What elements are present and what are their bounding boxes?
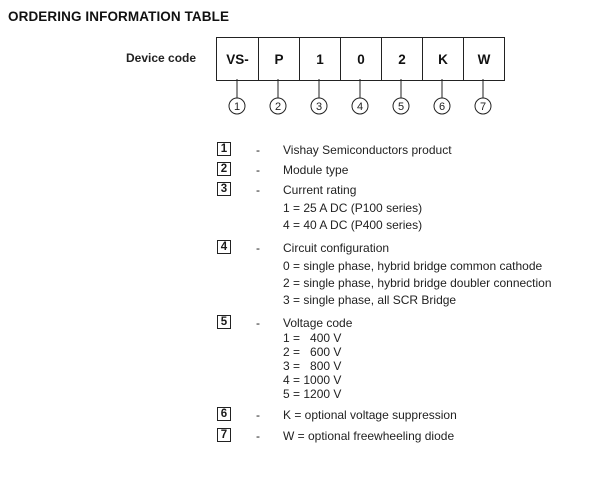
- legend-sub-item: 0 = single phase, hybrid bridge common c…: [283, 259, 543, 273]
- legend-dash: -: [256, 163, 260, 177]
- legend-text: Vishay Semiconductors product: [283, 143, 452, 157]
- callout-circle: [269, 97, 287, 115]
- legend-dash: -: [256, 241, 260, 255]
- legend-item-3: 3 - Current rating 1 = 25 A DC (P100 ser…: [217, 182, 597, 234]
- code-cell-current-rating: 1: [299, 38, 340, 80]
- callout-circle: [310, 97, 328, 115]
- legend-sub-item: 2 = 600 V: [283, 345, 342, 359]
- legend-number-box: 3: [217, 182, 231, 196]
- legend-dash: -: [256, 408, 260, 422]
- legend-description: Vishay Semiconductors product: [283, 142, 452, 158]
- callout-number: 3: [316, 101, 322, 113]
- callout-circle: [474, 97, 492, 115]
- legend-item-1: 1 - Vishay Semiconductors product: [217, 142, 597, 158]
- legend-description: Voltage code 1 = 400 V 2 = 600 V 3 = 800…: [283, 315, 352, 401]
- legend-sub-item: 4 = 40 A DC (P400 series): [283, 218, 423, 232]
- code-cell-module-type: P: [258, 38, 299, 80]
- legend-description: W = optional freewheeling diode: [283, 428, 454, 444]
- legend-sub-item: 1 = 400 V: [283, 331, 342, 345]
- legend-number-box: 7: [217, 428, 231, 442]
- page-title: ORDERING INFORMATION TABLE: [8, 9, 230, 24]
- legend-item-7: 7 - W = optional freewheeling diode: [217, 428, 597, 444]
- legend-number-box: 6: [217, 407, 231, 421]
- callout-number: 5: [398, 101, 404, 113]
- legend-sub-item: 5 = 1200 V: [283, 387, 342, 401]
- legend-dash: -: [256, 143, 260, 157]
- legend-sub-item: 2 = single phase, hybrid bridge doubler …: [283, 276, 552, 290]
- connector-diagram: 1 2 3 4 5 6 7: [228, 79, 492, 115]
- legend-text: Current rating: [283, 183, 357, 197]
- legend-item-6: 6 - K = optional voltage suppression: [217, 407, 597, 423]
- callout-number: 1: [234, 101, 240, 113]
- legend-text: K = optional voltage suppression: [283, 408, 457, 422]
- legend-text: Circuit configuration: [283, 241, 390, 255]
- callout-circle: [351, 97, 369, 115]
- legend-description: Module type: [283, 162, 348, 178]
- code-cell-freewheeling-diode: W: [463, 38, 504, 80]
- legend-item-4: 4 - Circuit configuration 0 = single pha…: [217, 240, 597, 309]
- legend-text: Voltage code: [283, 316, 353, 330]
- code-cell-circuit-configuration: 0: [340, 38, 381, 80]
- callout-number: 4: [357, 101, 363, 113]
- legend-description: Circuit configuration 0 = single phase, …: [283, 240, 552, 309]
- legend-text: Module type: [283, 163, 349, 177]
- callout-number: 2: [275, 101, 281, 113]
- callout-circle: [228, 97, 246, 115]
- code-cell-voltage-code: 2: [381, 38, 422, 80]
- legend-number-box: 1: [217, 142, 231, 156]
- device-code-label: Device code: [126, 51, 197, 65]
- legend-dash: -: [256, 429, 260, 443]
- callout-circle: [433, 97, 451, 115]
- legend-sub-item: 1 = 25 A DC (P100 series): [283, 201, 423, 215]
- legend-number-box: 2: [217, 162, 231, 176]
- legend-item-5: 5 - Voltage code 1 = 400 V 2 = 600 V 3 =…: [217, 315, 597, 401]
- code-cell-voltage-suppression: K: [422, 38, 463, 80]
- legend-description: Current rating 1 = 25 A DC (P100 series)…: [283, 182, 422, 234]
- legend-list: 1 - Vishay Semiconductors product 2 - Mo…: [217, 142, 597, 448]
- legend-item-2: 2 - Module type: [217, 162, 597, 178]
- legend-dash: -: [256, 183, 260, 197]
- legend-dash: -: [256, 316, 260, 330]
- legend-number-box: 5: [217, 315, 231, 329]
- callout-circle: [392, 97, 410, 115]
- legend-text: W = optional freewheeling diode: [283, 429, 455, 443]
- legend-number-box: 4: [217, 240, 231, 254]
- callout-number: 6: [439, 101, 445, 113]
- legend-sub-item: 3 = single phase, all SCR Bridge: [283, 293, 457, 307]
- legend-description: K = optional voltage suppression: [283, 407, 457, 423]
- legend-sub-item: 4 = 1000 V: [283, 373, 342, 387]
- legend-sub-item: 3 = 800 V: [283, 359, 342, 373]
- callout-number: 7: [480, 101, 486, 113]
- code-cell-prefix: VS-: [226, 51, 249, 67]
